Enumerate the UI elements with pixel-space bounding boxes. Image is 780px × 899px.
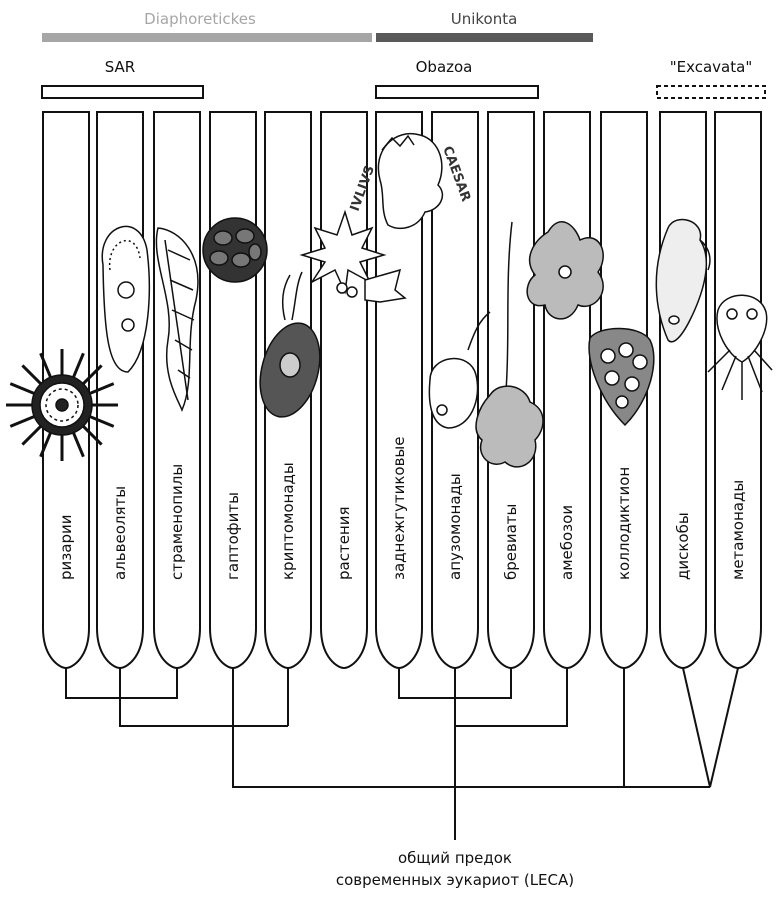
taxon-label: страменопилы: [168, 464, 186, 580]
branch: [683, 668, 738, 787]
group-bracket: [376, 86, 538, 98]
taxon-column: дискобы: [660, 112, 706, 668]
taxon-column: гаптофиты: [210, 112, 256, 668]
supergroup-unikonta: Unikonta: [376, 10, 593, 42]
group-sar: SAR: [42, 58, 203, 98]
taxon-column: амебозои: [544, 112, 590, 668]
taxon-tube: [660, 112, 706, 668]
radiolarian-spike: [10, 416, 36, 427]
taxon-label: апузомонады: [446, 473, 464, 580]
taxon-label: бревиаты: [502, 504, 520, 580]
group-obazoa: Obazoa: [376, 58, 538, 98]
root-label-line1: общий предок: [398, 849, 512, 867]
coccolithophore-icon: [203, 218, 267, 282]
taxon-label: заднежгутиковые: [390, 437, 408, 580]
root-label-line2: современных эукариот (LECA): [336, 871, 574, 889]
radiolarian-spike: [10, 384, 36, 395]
supergroup-diaphoretickes: Diaphoretickes: [42, 10, 372, 42]
supergroup-label: Diaphoretickes: [144, 10, 256, 28]
taxon-label: дискобы: [674, 512, 692, 580]
taxon-label: амебозои: [558, 505, 576, 580]
branch: [66, 668, 177, 698]
group-bracket-dashed: [657, 86, 765, 98]
taxon-label: альвеоляты: [111, 486, 129, 580]
amoeba-icon: [527, 222, 603, 319]
group-label: "Excavata": [670, 58, 752, 76]
taxon-tube: [97, 112, 143, 668]
radiolarian-spike: [22, 365, 42, 385]
taxon-label: метамонады: [729, 480, 747, 580]
group-label: Obazoa: [416, 58, 473, 76]
taxon-label: гаптофиты: [224, 492, 242, 580]
group-excavata: "Excavata": [657, 58, 765, 98]
supergroup-bar: [42, 33, 372, 42]
radiolarian-spike: [22, 425, 42, 445]
radiolarian-icon: [6, 349, 118, 461]
tree-branches: [66, 668, 738, 840]
taxon-label: криптомонады: [279, 462, 297, 580]
supergroup-label: Unikonta: [451, 10, 518, 28]
taxon-label: растения: [335, 506, 353, 580]
taxon-column: метамонады: [715, 112, 761, 668]
group-bracket: [42, 86, 203, 98]
supergroup-bar: [376, 33, 593, 42]
taxon-column: альвеоляты: [97, 112, 143, 668]
taxon-tube: [715, 112, 761, 668]
taxon-label: ризарии: [57, 515, 75, 580]
taxon-tube: [544, 112, 590, 668]
branch: [233, 668, 710, 787]
taxon-label: коллодиктион: [615, 467, 633, 580]
taxon-tube: [210, 112, 256, 668]
group-label: SAR: [105, 58, 135, 76]
